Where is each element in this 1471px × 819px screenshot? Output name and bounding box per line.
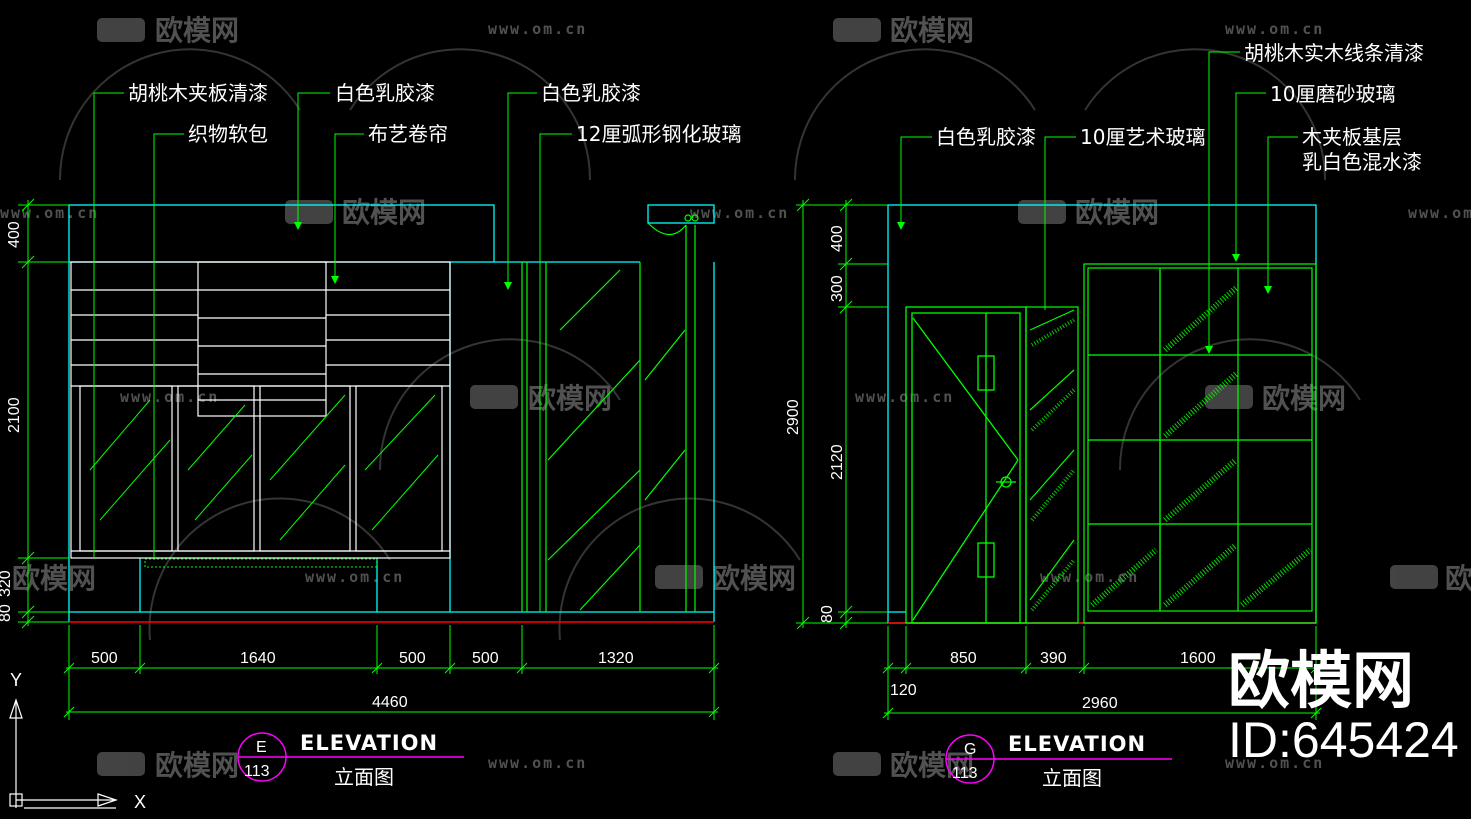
left-leader-arrows bbox=[294, 222, 512, 290]
watermark-url: www.om.cn bbox=[690, 204, 789, 222]
watermark-url: www.om.cn bbox=[1225, 20, 1324, 38]
right-door bbox=[905, 306, 1027, 624]
brand-name: 欧模网 bbox=[1228, 644, 1414, 717]
left-total-4460: 4460 bbox=[372, 694, 408, 711]
label-fabric-soft: 织物软包 bbox=[188, 122, 268, 146]
right-hdim-390: 390 bbox=[1040, 650, 1067, 667]
right-vdim-400: 400 bbox=[829, 225, 846, 252]
watermark-brand: 欧模网 bbox=[155, 749, 239, 782]
watermark-brand: 欧模网 bbox=[528, 382, 612, 415]
left-tag-title: ELEVATION bbox=[300, 731, 438, 755]
watermark-brand: 欧模网 bbox=[890, 14, 974, 47]
watermark-url: www.om.cn bbox=[120, 388, 219, 406]
right-vdim-80: 80 bbox=[819, 605, 836, 623]
label-walnut-solid-line: 胡桃木实木线条清漆 bbox=[1244, 41, 1424, 65]
watermark-url: www.om.cn bbox=[1408, 204, 1471, 222]
right-leader-arrows bbox=[897, 222, 1272, 354]
right-hdim-850: 850 bbox=[950, 650, 977, 667]
label-white-latex-1: 白色乳胶漆 bbox=[335, 81, 435, 105]
watermark-brand: 欧模网 bbox=[12, 562, 96, 595]
right-total-2960: 2960 bbox=[1082, 695, 1118, 712]
right-hdim-1600: 1600 bbox=[1180, 650, 1216, 667]
left-tag-subtitle: 立面图 bbox=[334, 765, 394, 789]
left-hdim-500a: 500 bbox=[91, 650, 118, 667]
watermark-url: www.om.cn bbox=[305, 568, 404, 586]
watermark-circles bbox=[58, 48, 1361, 641]
brand-mark: 欧模网 ID:645424 bbox=[1228, 644, 1459, 768]
label-curved-glass: 12厘弧形钢化玻璃 bbox=[576, 122, 741, 146]
left-radiator bbox=[144, 558, 378, 568]
left-glass-hatch bbox=[89, 394, 439, 541]
watermark-brand: 欧模网 bbox=[712, 562, 796, 595]
right-vertical-dim-lines bbox=[796, 198, 888, 630]
watermark-layer: 欧模网 欧模网 欧模网 欧模网 欧模网 欧模网 欧模网 欧模网 欧模网 欧模网 … bbox=[0, 14, 1471, 782]
right-hdim-120: 120 bbox=[890, 682, 917, 699]
left-hdim-1640: 1640 bbox=[240, 650, 276, 667]
left-curved-glass bbox=[521, 214, 699, 612]
label-plywood-base: 木夹板基层 bbox=[1302, 125, 1402, 149]
label-white-latex-right: 白色乳胶漆 bbox=[936, 125, 1036, 149]
label-walnut-plywood: 胡桃木夹板清漆 bbox=[128, 81, 268, 105]
right-tag-title: ELEVATION bbox=[1008, 732, 1146, 756]
right-art-glass-hatch bbox=[1030, 318, 1076, 612]
left-hdim-500c: 500 bbox=[472, 650, 499, 667]
brand-id: ID:645424 bbox=[1228, 712, 1459, 768]
left-leaders bbox=[93, 92, 572, 612]
right-vdim-2900: 2900 bbox=[785, 399, 802, 435]
watermark-brand: 欧模网 bbox=[1445, 562, 1471, 595]
watermark-url: www.om.cn bbox=[1225, 754, 1324, 772]
left-tag-number: 113 bbox=[244, 763, 270, 780]
label-milky-paint: 乳白色混水漆 bbox=[1302, 150, 1422, 174]
watermark-url: www.om.cn bbox=[0, 204, 99, 222]
right-elevation-tag: G 113 ELEVATION 立面图 bbox=[945, 732, 1172, 790]
watermark-brand: 欧模网 bbox=[342, 196, 426, 229]
ucs-y-label: Y bbox=[10, 670, 22, 690]
right-cabinet-hatch bbox=[1090, 285, 1312, 608]
label-frosted-glass: 10厘磨砂玻璃 bbox=[1270, 82, 1395, 106]
watermark-url: www.om.cn bbox=[1040, 568, 1139, 586]
watermark-url: www.om.cn bbox=[488, 754, 587, 772]
right-elevation: 胡桃木实木线条清漆 10厘磨砂玻璃 白色乳胶漆 10厘艺术玻璃 木夹板基层 乳白… bbox=[785, 41, 1424, 790]
left-horizontal-dim-lines bbox=[63, 625, 720, 720]
left-hdim-500b: 500 bbox=[399, 650, 426, 667]
left-elevation-tag: E 113 ELEVATION 立面图 bbox=[237, 731, 464, 789]
left-vdim-320: 320 bbox=[0, 570, 14, 597]
ucs-icon bbox=[9, 698, 118, 809]
ucs-x-label: X bbox=[134, 792, 146, 812]
left-vdim-80: 80 bbox=[0, 604, 14, 622]
right-tag-subtitle: 立面图 bbox=[1042, 766, 1102, 790]
right-tag-number: 113 bbox=[952, 765, 978, 782]
left-hdim-1320: 1320 bbox=[598, 650, 634, 667]
watermark-url: www.om.cn bbox=[855, 388, 954, 406]
left-tag-letter: E bbox=[256, 739, 267, 756]
left-blinds bbox=[71, 261, 450, 417]
watermark-brand: 欧模网 bbox=[890, 749, 974, 782]
right-art-glass bbox=[1025, 306, 1079, 624]
left-vdim-2100: 2100 bbox=[6, 397, 23, 433]
label-white-latex-2: 白色乳胶漆 bbox=[541, 81, 641, 105]
sofa-icon bbox=[97, 18, 1438, 776]
watermark-brand: 欧模网 bbox=[1262, 382, 1346, 415]
right-cabinet bbox=[1083, 263, 1317, 624]
right-vdim-300: 300 bbox=[829, 275, 846, 302]
right-tag-letter: G bbox=[964, 741, 976, 758]
right-vdim-2120: 2120 bbox=[829, 444, 846, 480]
left-elevation: 胡桃木夹板清漆 织物软包 白色乳胶漆 布艺卷帘 白色乳胶漆 12厘弧形钢化玻璃 … bbox=[0, 81, 741, 789]
label-fabric-blind: 布艺卷帘 bbox=[368, 122, 448, 146]
watermark-brand: 欧模网 bbox=[1075, 196, 1159, 229]
watermark-brand: 欧模网 bbox=[155, 14, 239, 47]
right-leaders bbox=[900, 51, 1298, 352]
label-art-glass: 10厘艺术玻璃 bbox=[1080, 125, 1205, 149]
watermark-url: www.om.cn bbox=[488, 20, 587, 38]
left-vdim-400: 400 bbox=[6, 221, 23, 248]
left-vertical-dim-lines bbox=[18, 198, 69, 629]
right-horizontal-dim-lines bbox=[882, 626, 1322, 720]
